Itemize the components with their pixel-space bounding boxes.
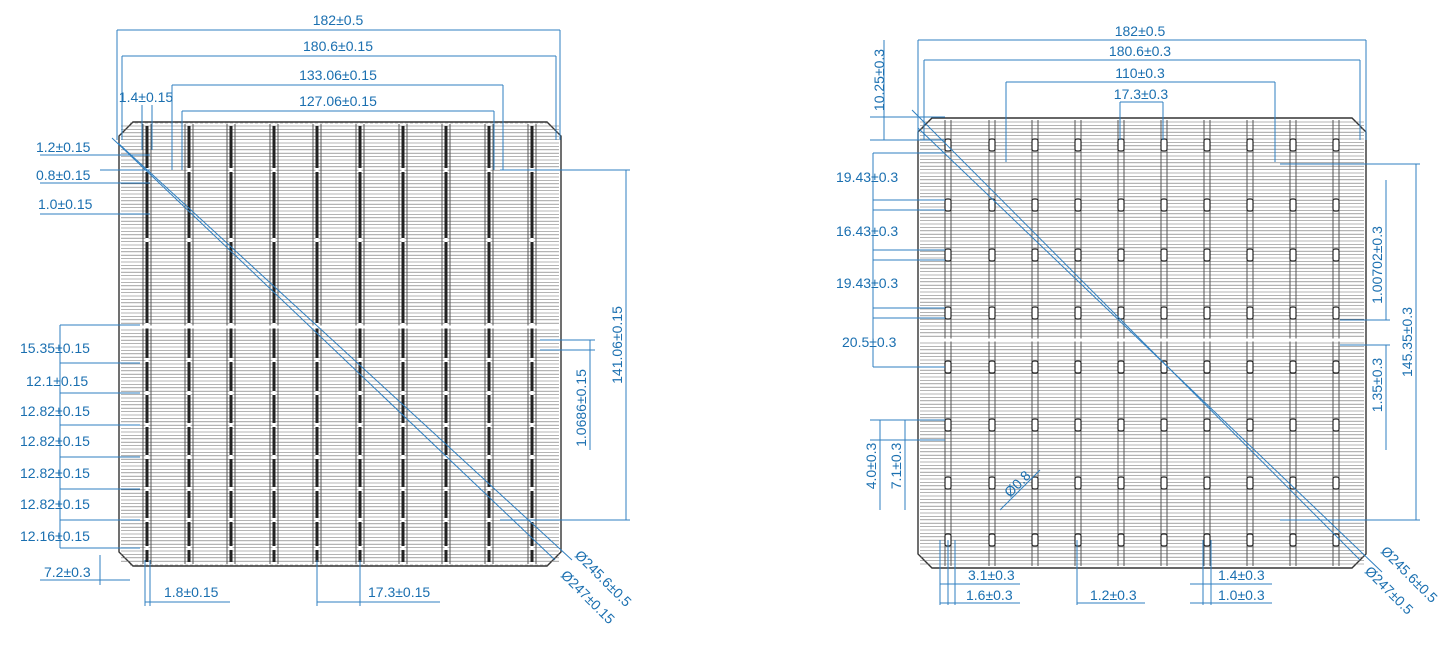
right-dim-20-5: 20.5±0.3 [842,334,897,350]
left-dim-row-12-82-d: 12.82±0.15 [20,496,90,512]
right-dim-1-00702: 1.00702±0.3 [1369,226,1385,304]
right-dim-4-0: 4.0±0.3 [863,442,879,489]
right-diagonal-line-2 [917,127,1383,573]
left-dim-row-12-1: 12.1±0.15 [26,373,88,389]
right-dim-7-1: 7.1±0.3 [888,442,904,489]
left-dim-width-180: 180.6±0.15 [303,38,373,54]
right-dim-17-3: 17.3±0.3 [1114,86,1169,102]
left-diagonal-line [111,137,556,561]
right-dim-16-43: 16.43±0.3 [836,223,898,239]
left-dim-width-182: 182±0.5 [313,12,364,28]
left-dim-1-2: 1.2±0.15 [36,139,91,155]
right-dim-19-43-b: 19.43±0.3 [836,275,898,291]
left-dim-1-0: 1.0±0.15 [38,196,93,212]
left-dim-1-4: 1.4±0.15 [119,89,174,105]
left-dim-row-12-16: 12.16±0.15 [20,528,90,544]
left-cell-busbars [120,124,560,564]
right-dim-10-25: 10.25±0.3 [871,49,887,111]
right-dim-1-35: 1.35±0.3 [1369,358,1385,413]
left-dim-width-127: 127.06±0.15 [299,93,377,109]
right-dim-1-6: 1.6±0.3 [966,587,1013,603]
right-dim-1-4: 1.4±0.3 [1218,567,1265,583]
right-cell: 182±0.5 180.6±0.3 110±0.3 17.3±0.3 10.25… [836,23,1441,618]
right-dim-145-35: 145.35±0.3 [1399,307,1415,377]
left-dim-width-133: 133.06±0.15 [299,67,377,83]
right-dim-1-2: 1.2±0.3 [1090,587,1137,603]
left-dim-141-06: 141.06±0.15 [609,306,625,384]
right-cell-busbars [919,120,1365,566]
left-dim-1-8: 1.8±0.15 [164,584,219,600]
left-dim-1-0686: 1.0686±0.15 [573,369,589,447]
left-dim-0-8: 0.8±0.15 [36,167,91,183]
left-dim-row-15-35: 15.35±0.15 [20,340,90,356]
left-dim-row-12-82-b: 12.82±0.15 [20,433,90,449]
right-dim-19-43-a: 19.43±0.3 [836,169,898,185]
left-cell: 182±0.5 180.6±0.15 133.06±0.15 127.06±0.… [20,12,635,627]
right-dim-3-1: 3.1±0.3 [968,567,1015,583]
left-cell-fingers [121,125,559,562]
left-dim-row-12-82-a: 12.82±0.15 [20,403,90,419]
right-diagonal-line [911,109,1361,561]
right-dim-width-110: 110±0.3 [1115,65,1165,81]
right-dim-width-180: 180.6±0.3 [1109,43,1171,59]
left-dim-row-12-82-c: 12.82±0.15 [20,465,90,481]
left-diagonal-line-2 [117,142,573,561]
left-dim-7-2: 7.2±0.3 [44,564,91,580]
right-dim-width-182: 182±0.5 [1115,23,1166,39]
left-dim-17-3: 17.3±0.15 [368,584,430,600]
right-dim-1-0: 1.0±0.3 [1218,587,1265,603]
